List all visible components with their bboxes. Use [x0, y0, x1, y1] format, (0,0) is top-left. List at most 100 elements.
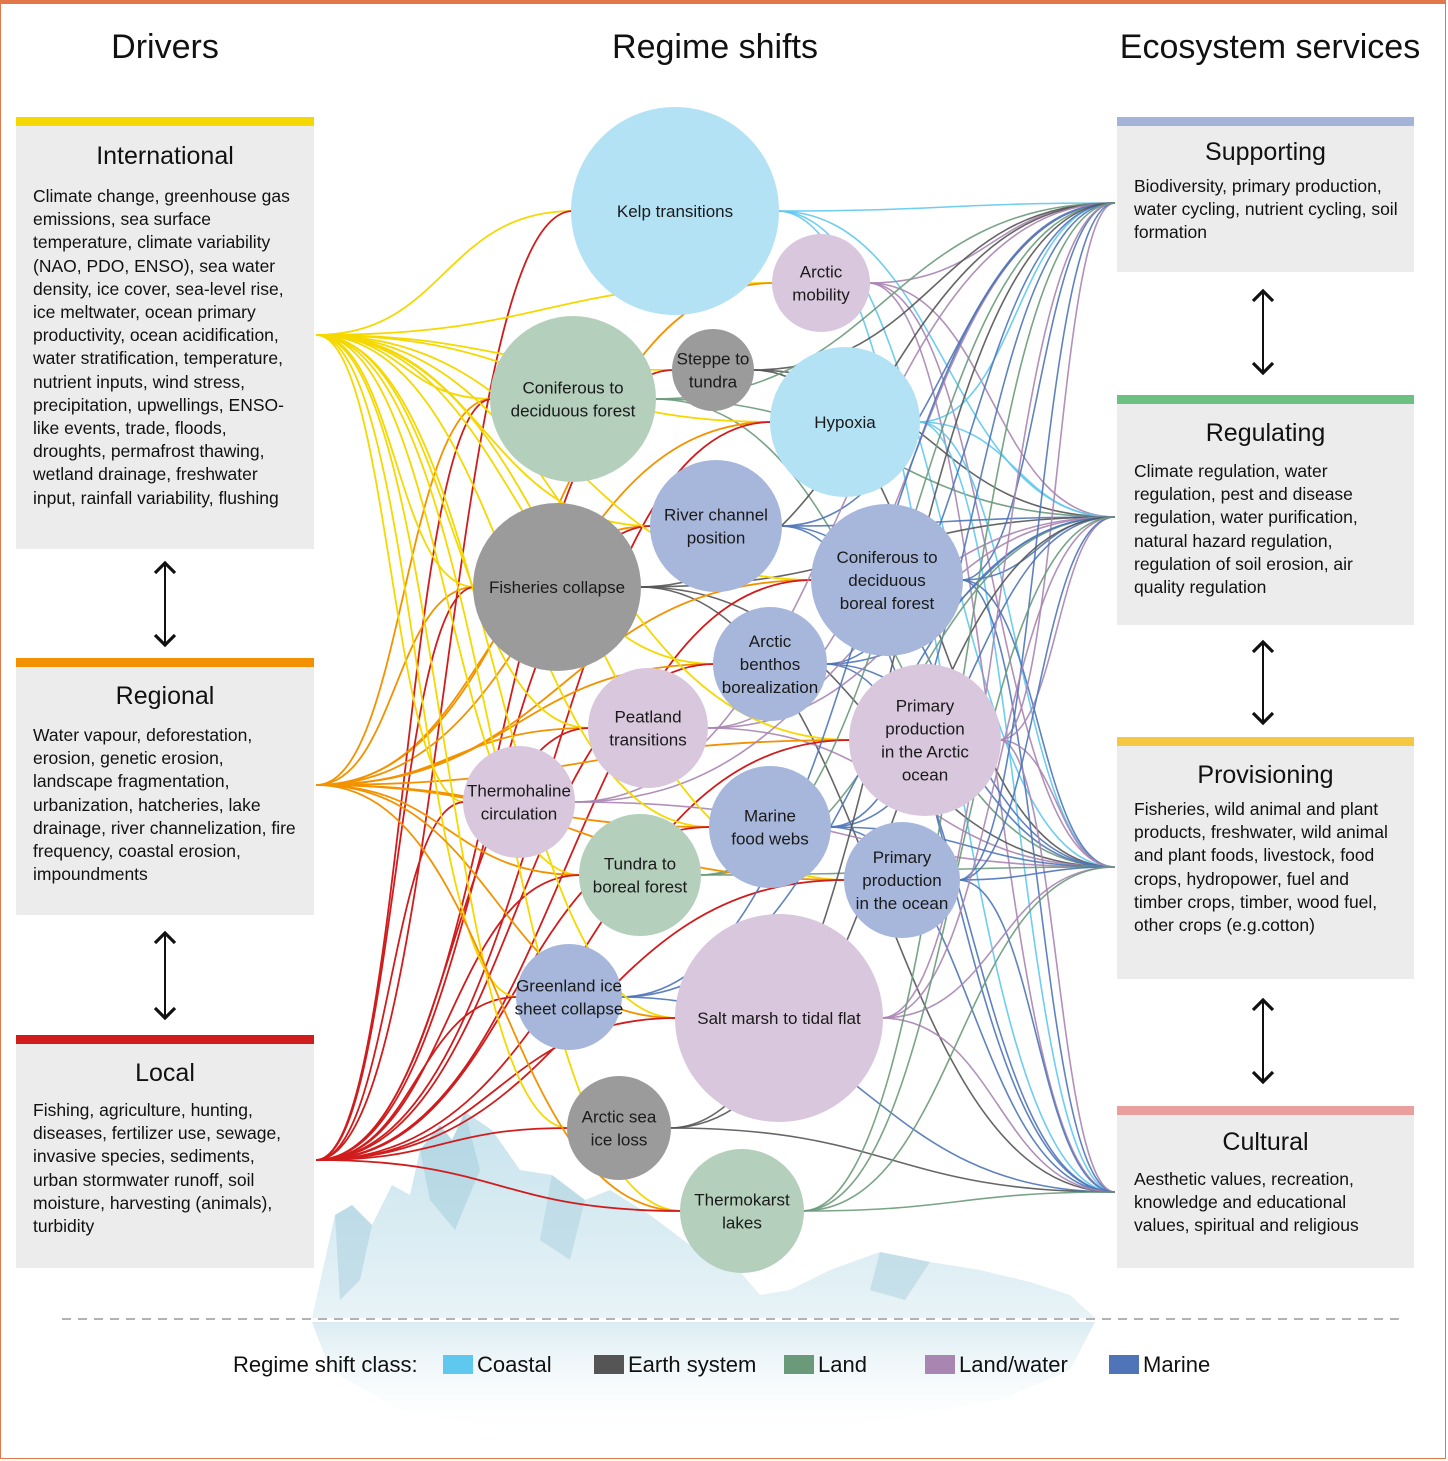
link-regional-peatland [315, 727, 591, 786]
service-title-cultural: Cultural [1222, 1128, 1309, 1156]
legend-item-earth-system: Earth system [594, 1352, 756, 1378]
regime-label-saltmarsh: Salt marsh to tidal flat [697, 1009, 861, 1028]
link-local-seaice [315, 1127, 570, 1161]
regime-label-seaice: ice loss [591, 1131, 648, 1150]
regime-label-boreal: boreal forest [840, 594, 935, 613]
legend-swatch-marine [1109, 1355, 1139, 1374]
regime-label-arctic_mobility: Arctic [800, 263, 843, 282]
regime-label-pp_arctic: Primary [896, 697, 955, 716]
link-saltmarsh-cultural [880, 1017, 1116, 1193]
regime-label-seaice: Arctic sea [582, 1108, 657, 1127]
legend-item-coastal: Coastal [443, 1352, 552, 1378]
driver-title-regional: Regional [115, 682, 215, 710]
regime-shifts-heading: Regime shifts [612, 28, 818, 66]
legend-title: Regime shift class: [233, 1352, 418, 1377]
legend-label-land-water: Land/water [959, 1352, 1068, 1377]
ecosystem-services-heading: Ecosystem services [1119, 28, 1421, 66]
regime-label-arctic_mobility: mobility [792, 286, 850, 305]
regime-node-benthos: Arctic benthos borealization [713, 607, 827, 721]
service-title-supporting: Supporting [1205, 138, 1326, 166]
regime-circle-greenland [516, 944, 622, 1050]
driver-text-local: Fishing, agriculture, hunting, diseases,… [33, 1100, 282, 1237]
link-pp_ocean-provisioning [957, 866, 1116, 881]
service-title-regulating: Regulating [1205, 419, 1326, 447]
regime-label-benthos: Arctic [749, 632, 792, 651]
link-hypoxia-cultural [917, 421, 1116, 1193]
link-pp_arctic-cultural [998, 739, 1116, 1193]
service-text-cultural: Aesthetic values, recreation, knowledge … [1134, 1169, 1359, 1236]
regime-circle-kelp [571, 107, 779, 315]
regime-circle-foodwebs [709, 766, 831, 888]
regime-label-pp_arctic: in the Arctic [881, 743, 969, 762]
legend-label-marine: Marine [1143, 1352, 1211, 1377]
regime-label-peatland: transitions [609, 731, 686, 750]
regime-circle-arctic_mobility [772, 234, 870, 332]
link-local-kelp [315, 210, 574, 1161]
regime-circle-hypoxia [770, 347, 920, 497]
drivers-heading: Drivers [111, 28, 219, 66]
regime-circle-coniferous [490, 316, 656, 482]
regime-label-coniferous: deciduous forest [511, 402, 636, 421]
service-bar-provisioning [1117, 737, 1414, 746]
link-boreal-supporting [960, 202, 1116, 581]
link-saltmarsh-regulating [880, 516, 1116, 1019]
link-regional-fisheries [315, 586, 476, 786]
regime-node-saltmarsh: Salt marsh to tidal flat [675, 914, 883, 1122]
service-title-provisioning: Provisioning [1197, 761, 1334, 789]
link-pp_arctic-supporting [998, 202, 1116, 741]
driver-text-regional: Water vapour, deforestation, erosion, ge… [33, 725, 296, 885]
link-thermohaline-provisioning [572, 801, 1116, 868]
link-pp_ocean-regulating [957, 516, 1116, 881]
driver-text-international: Climate change, greenhouse gas emissions… [33, 186, 290, 508]
link-international-seaice [315, 334, 570, 1129]
regime-label-foodwebs: food webs [731, 830, 809, 849]
driver-panel-international: International Climate change, greenhouse… [16, 117, 314, 549]
regime-label-pp_ocean: Primary [873, 848, 932, 867]
link-local-thermokarst [315, 1159, 683, 1212]
regime-label-thermokarst: lakes [722, 1214, 762, 1233]
link-hypoxia-provisioning [917, 421, 1116, 868]
link-boreal-provisioning [960, 579, 1116, 868]
legend-swatch-land [784, 1355, 814, 1374]
link-local-boreal [315, 579, 814, 1161]
link-pp_ocean-supporting [957, 202, 1116, 881]
regime-circle-saltmarsh [675, 914, 883, 1122]
regime-label-thermohaline: circulation [481, 805, 558, 824]
regime-label-tundra: boreal forest [593, 878, 688, 897]
regime-label-benthos: borealization [722, 678, 818, 697]
link-hypoxia-supporting [917, 202, 1116, 423]
link-international-fisheries [315, 334, 476, 588]
regime-node-fisheries: Fisheries collapse [473, 503, 641, 671]
regime-node-hypoxia: Hypoxia [770, 347, 920, 497]
link-thermohaline-regulating [572, 516, 1116, 803]
legend-item-land-water: Land/water [925, 1352, 1068, 1378]
service-panel-provisioning: Provisioning Fisheries, wild animal and … [1117, 737, 1414, 979]
regime-label-foodwebs: Marine [744, 807, 796, 826]
regime-label-benthos: benthos [740, 655, 801, 674]
link-regional-thermokarst [315, 784, 683, 1212]
regime-label-greenland: Greenland ice [516, 977, 622, 996]
regime-label-kelp: Kelp transitions [617, 202, 733, 221]
regime-circle-thermokarst [680, 1149, 804, 1273]
regime-label-fisheries: Fisheries collapse [489, 578, 625, 597]
legend-label-coastal: Coastal [477, 1352, 552, 1377]
regime-node-seaice: Arctic sea ice loss [567, 1076, 671, 1180]
driver-panel-regional: Regional Water vapour, deforestation, er… [16, 658, 314, 915]
link-local-coniferous [315, 398, 493, 1161]
iceberg-illustration [312, 1112, 1095, 1440]
link-foodwebs-regulating [828, 516, 1116, 828]
link-saltmarsh-provisioning [880, 866, 1116, 1019]
link-arctic_mobility-provisioning [867, 282, 1116, 868]
regime-label-hypoxia: Hypoxia [814, 413, 876, 432]
link-local-fisheries [315, 586, 476, 1161]
link-pp_arctic-regulating [998, 516, 1116, 741]
